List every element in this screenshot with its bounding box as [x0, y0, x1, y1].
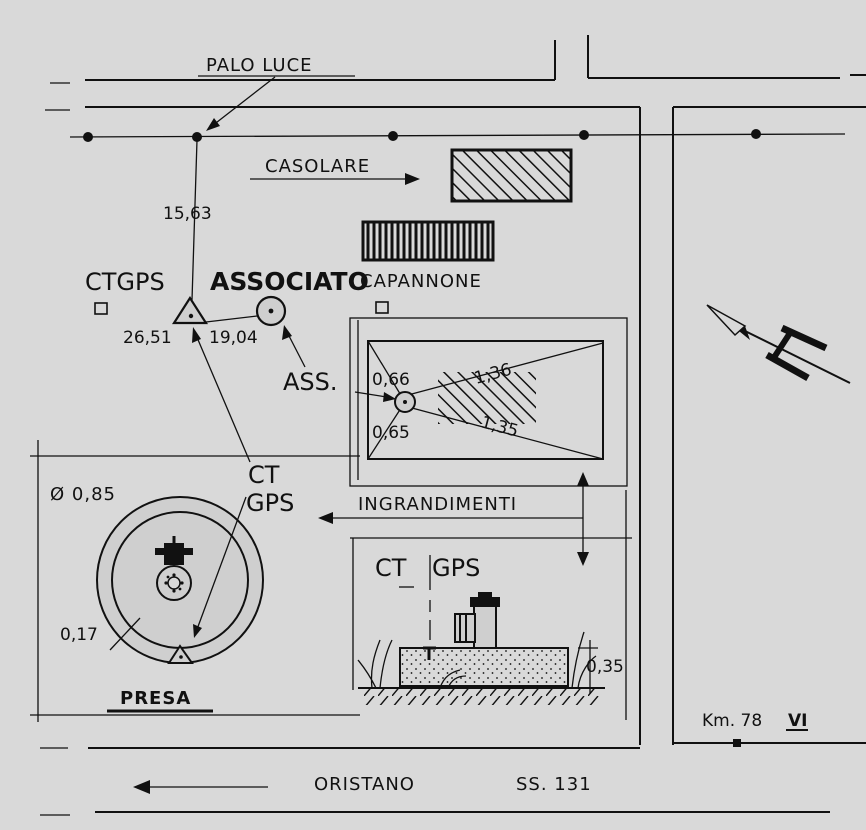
inset-hatched-building [438, 372, 536, 424]
pole-dot [192, 132, 202, 142]
left-offset-label: 26,51 [123, 328, 172, 348]
pole-distance-label: 15,63 [163, 204, 212, 224]
arrow-head-icon [282, 325, 292, 340]
arrow-left-icon [133, 780, 150, 794]
north-arrow-icon [706, 304, 851, 384]
pole-dot [83, 132, 93, 142]
inset-066-label: 0,66 [372, 370, 410, 390]
diameter-label: Ø 0,85 [50, 484, 116, 505]
concrete-base [399, 647, 569, 687]
km-marker [733, 739, 741, 747]
inset-building-outline [367, 340, 604, 460]
pole-dot [579, 130, 589, 140]
assoc-distance-label: 19,04 [209, 328, 258, 348]
km-roman-label: VI [788, 711, 807, 731]
arrow-head-icon [318, 512, 333, 524]
plant-icon [357, 631, 597, 689]
casolare-label: CASOLARE [265, 156, 370, 177]
street-lines [40, 35, 866, 816]
gps-label: GPS [246, 489, 294, 517]
presa-017-label: 0,17 [60, 625, 98, 645]
ground-hatch [362, 689, 602, 705]
capannone-building [361, 220, 495, 262]
capannone-label: CAPANNONE [360, 271, 482, 292]
hydrant-elevation-icon [454, 592, 500, 649]
pole-dot [751, 129, 761, 139]
road-label: SS. 131 [516, 774, 592, 795]
pole-dot [388, 131, 398, 141]
hydrant-icon [155, 536, 193, 601]
square-marker-icon [94, 302, 108, 315]
palo-luce-label: PALO LUCE [206, 55, 313, 76]
power-line [69, 129, 846, 142]
oristano-label: ORISTANO [314, 774, 415, 795]
presa-label: PRESA [120, 688, 191, 709]
ass-label: ASS. [283, 368, 338, 396]
square-marker-icon [375, 301, 389, 314]
ct-gps-gps-label: GPS [432, 554, 480, 582]
ct-gps-ct-label: CT [375, 554, 407, 582]
casolare-building [450, 148, 573, 203]
km-label: Km. 78 [702, 711, 762, 731]
triangle-marker-icon [167, 644, 194, 664]
height-035-label: 0,35 [586, 657, 624, 677]
ctgps-main-label: CTGPS [85, 268, 165, 296]
inset-frame-top [349, 317, 628, 487]
arrow-head-icon [405, 173, 420, 185]
inset-065-label: 0,65 [372, 423, 410, 443]
triangle-marker-icon [171, 295, 209, 325]
associato-label: ASSOCIATO [210, 267, 369, 296]
ingrandimenti-label: INGRANDIMENTI [358, 494, 517, 515]
arrow-head-icon [206, 118, 220, 131]
ct-label: CT [248, 461, 280, 489]
